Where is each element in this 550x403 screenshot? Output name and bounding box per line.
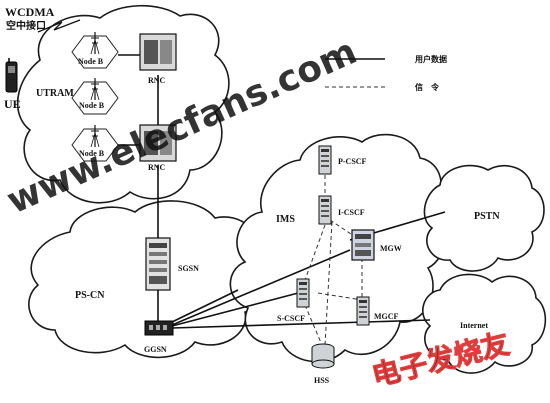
wcdma-label: WCDMA [5, 5, 55, 19]
rnc-equipment-icon [139, 33, 177, 71]
air-interface-label: 空中接口 [6, 19, 46, 32]
rnc-label: RNC [148, 163, 166, 172]
cloud-internet [421, 273, 547, 374]
hss-label: HSS [314, 376, 330, 385]
ue-phone-icon [5, 58, 18, 93]
rnc-label: RNC [148, 76, 166, 85]
legend-user-data-label: 用户数据 [414, 54, 447, 64]
pstn-label: PSTN [474, 211, 500, 222]
legend: 用户数据 信 令 [325, 54, 447, 92]
mgw-label: MGW [380, 244, 402, 253]
ggsn-label: GGSN [144, 345, 167, 354]
mgcf-server-icon [356, 296, 370, 326]
i-cscf-server-icon [318, 195, 332, 225]
sgsn-label: SGSN [178, 264, 199, 273]
ue-label: UE [4, 97, 21, 111]
i-cscf-label: I-CSCF [338, 208, 365, 217]
cloud-pstn [423, 164, 545, 272]
p-cscf-label: P-CSCF [338, 157, 367, 166]
cloud-ims [229, 133, 446, 363]
rnc-equipment-icon [139, 124, 177, 162]
nodeb-label: Node B [78, 57, 104, 66]
nodeb-label: Node B [79, 101, 105, 110]
p-cscf-server-icon [318, 145, 332, 175]
hss-database-icon [311, 343, 335, 369]
ims-label: IMS [276, 214, 295, 225]
legend-signaling-label: 信 令 [415, 82, 440, 92]
air-interface-lightning-icon [37, 19, 81, 33]
internet-label: Internet [460, 321, 488, 330]
sgsn-rack-icon [145, 237, 171, 291]
utran-label: UTRAM [36, 88, 74, 99]
s-cscf-server-icon [296, 278, 310, 308]
s-cscf-label: S-CSCF [277, 314, 305, 323]
ggsn-router-icon [144, 320, 174, 336]
nodeb-label: Node B [79, 149, 105, 158]
mgw-gateway-icon [351, 229, 375, 261]
ps-cn-label: PS-CN [75, 290, 105, 301]
mgcf-label: MGCF [374, 312, 399, 321]
